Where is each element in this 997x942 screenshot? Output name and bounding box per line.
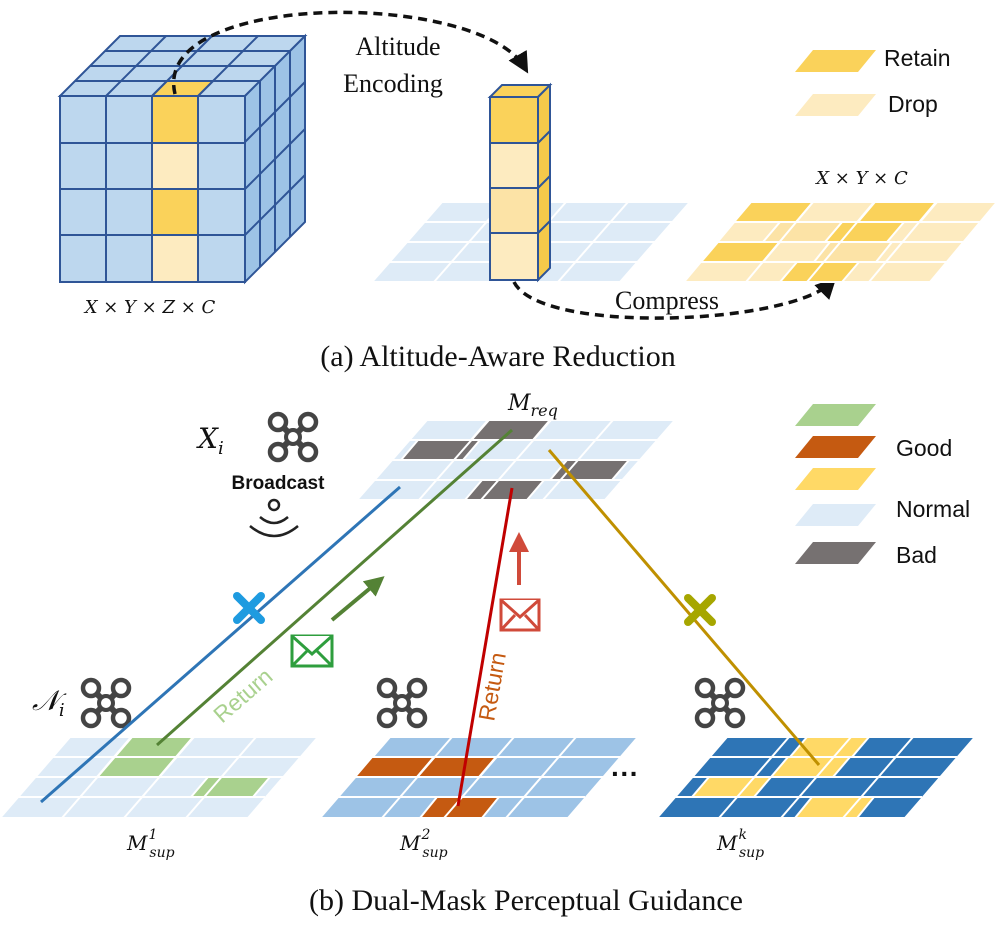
compress-label: Compress — [615, 286, 719, 315]
legend-normal-swatch — [795, 504, 876, 526]
bev-dimension-label: X × Y × C — [814, 168, 908, 189]
altitude-column — [487, 82, 553, 283]
request-map-label: Mreq — [507, 391, 558, 420]
caption-a: (a) Altitude-Aware Reduction — [320, 340, 675, 373]
link-line-map2-return — [456, 487, 514, 807]
neighbor-drone-icon-2 — [379, 680, 425, 726]
neighbor-drone-icon-1 — [83, 680, 129, 726]
compress-arrow — [512, 277, 837, 320]
support-map-2 — [317, 736, 641, 819]
altitude-label-line2: Encoding — [343, 69, 443, 98]
neighbor-label: 𝒩i — [32, 684, 67, 721]
compressed-bev-map — [681, 201, 997, 283]
legend-bad-label: Bad — [896, 542, 937, 568]
broadcast-signal-icon — [249, 498, 299, 538]
blocked-cross-icon-blue — [233, 592, 265, 624]
link-line-map1-return — [156, 428, 513, 747]
ellipsis: ··· — [611, 758, 639, 789]
voxel-cube — [57, 33, 308, 285]
legend-bad-swatch — [795, 542, 876, 564]
panel-b: Mreq Xi Broadcast 𝒩i — [0, 391, 978, 917]
legend-retain-swatch — [795, 50, 876, 72]
mail-icon-green — [290, 634, 334, 668]
support-map-k — [654, 736, 978, 819]
legend-good-green-swatch — [795, 404, 876, 426]
return-arrow-green — [330, 576, 385, 622]
broadcast-label: Broadcast — [232, 473, 326, 494]
request-map — [354, 419, 678, 501]
return-label-green: Return — [208, 663, 277, 728]
legend-good-label: Good — [896, 435, 952, 461]
legend-b: Good Normal Bad — [795, 404, 970, 568]
neighbor-drone-icon-3 — [697, 680, 743, 726]
legend-normal-label: Normal — [896, 496, 970, 522]
ego-label: Xi — [196, 422, 224, 459]
blocked-cross-icon-olive — [684, 594, 716, 626]
cube-dimension-label: X × Y × Z × C — [83, 297, 216, 318]
legend-a: Retain Drop — [795, 45, 950, 117]
legend-drop-label: Drop — [888, 91, 938, 117]
legend-retain-label: Retain — [884, 45, 950, 71]
link-line-map1-blocked — [40, 485, 401, 804]
link-line-mapk-blocked — [547, 449, 821, 766]
legend-good-orange-swatch — [795, 436, 876, 458]
mail-icon-red — [499, 598, 541, 632]
altitude-encoding-arrow — [171, 10, 529, 95]
ego-drone-icon — [270, 414, 316, 460]
legend-good-yellow-swatch — [795, 468, 876, 490]
caption-b: (b) Dual-Mask Perceptual Guidance — [309, 884, 743, 917]
return-label-orange: Return — [473, 650, 511, 723]
altitude-label-line1: Altitude — [355, 32, 440, 61]
panel-a: X × Y × Z × C Altitude Encoding — [57, 10, 997, 373]
legend-drop-swatch — [795, 94, 876, 116]
support-map-1 — [0, 736, 321, 819]
